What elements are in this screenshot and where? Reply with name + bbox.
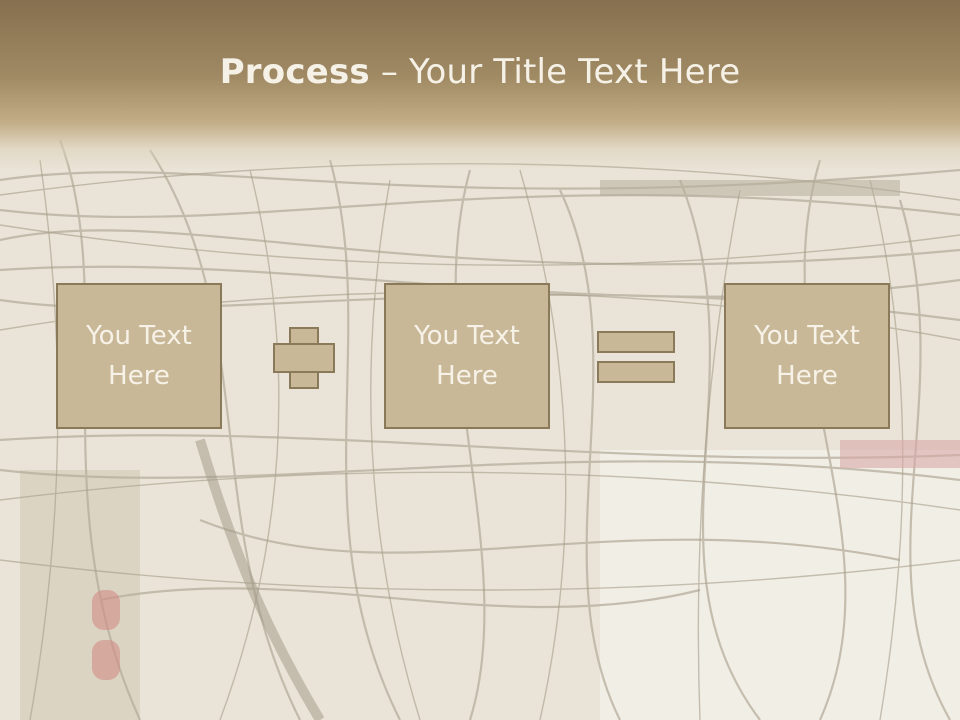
process-box-1[interactable]: You Text Here [56,283,222,429]
equals-icon [597,331,675,353]
process-box-3[interactable]: You Text Here [724,283,890,429]
plus-icon-center [291,345,317,371]
title-rest: – Your Title Text Here [369,52,741,92]
process-box-label: You Text Here [414,321,520,391]
process-box-label: You Text Here [754,321,860,391]
slide-title: Process – Your Title Text Here [0,52,960,92]
equals-icon-bar [597,361,675,383]
process-box-label: You Text Here [86,321,192,391]
title-band [0,0,960,170]
process-box-2[interactable]: You Text Here [384,283,550,429]
title-bold: Process [219,52,370,92]
